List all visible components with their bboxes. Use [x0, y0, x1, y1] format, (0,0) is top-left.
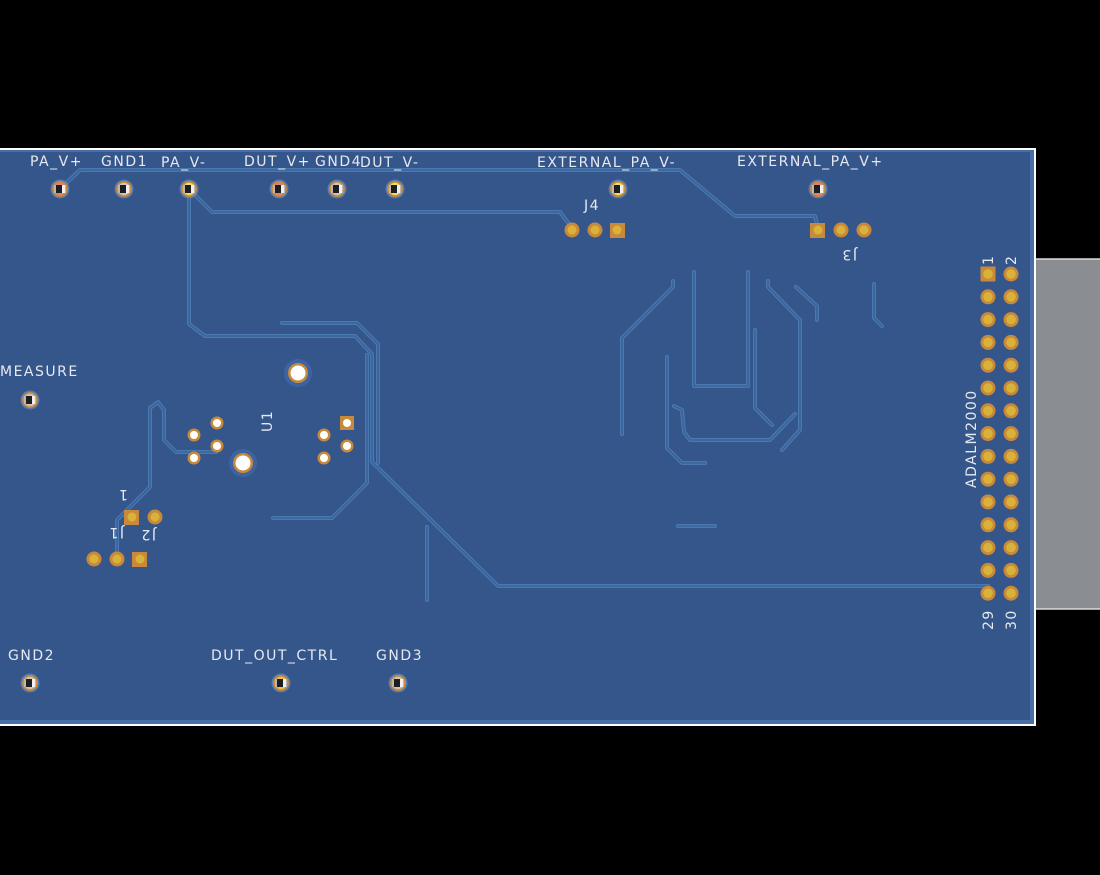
header-pin — [980, 540, 996, 556]
test-point-label: DUT_V+ — [244, 154, 311, 170]
copper-traces — [58, 168, 990, 602]
header-pin — [980, 266, 996, 282]
test-point-label: PA_V+ — [30, 154, 83, 170]
j1-label: J1 — [108, 524, 125, 540]
test-point — [20, 390, 40, 410]
header-pin — [1003, 380, 1019, 396]
header-pin — [980, 312, 996, 328]
test-point — [385, 179, 405, 199]
test-point — [608, 179, 628, 199]
header-pin — [980, 334, 996, 350]
test-point — [808, 179, 828, 199]
test-point-label: GND4 — [315, 154, 362, 170]
test-point-label: DUT_V- — [360, 155, 419, 171]
test-point — [20, 673, 40, 693]
test-point — [114, 179, 134, 199]
header-pin30-label: 30 — [1004, 609, 1020, 630]
test-point — [388, 673, 408, 693]
header-pin — [980, 585, 996, 601]
adalm2000-label: ADALM2000 — [964, 389, 980, 488]
j4-header — [564, 222, 625, 238]
j2-label: J2 — [140, 526, 157, 542]
u1-label: U1 — [260, 410, 276, 432]
test-point — [269, 179, 289, 199]
header-pin — [980, 494, 996, 510]
j1-header — [86, 551, 147, 567]
header-pin — [1003, 312, 1019, 328]
header-pin — [1003, 357, 1019, 373]
j4-label: J4 — [583, 198, 600, 214]
test-point — [327, 179, 347, 199]
header-pin — [980, 517, 996, 533]
test-point — [50, 179, 70, 199]
header-pin — [980, 426, 996, 442]
header-pin — [980, 448, 996, 464]
test-point-label: GND1 — [101, 154, 148, 170]
j3-label: J3 — [841, 246, 858, 262]
test-point-label: DUT_OUT_CTRL — [211, 648, 338, 664]
j2-header — [124, 509, 163, 525]
header-pin — [1003, 471, 1019, 487]
header-pin — [980, 289, 996, 305]
test-point-label: MEASURE — [0, 364, 79, 380]
test-point-label: GND3 — [376, 648, 423, 664]
adalm2000-connector-body — [1034, 259, 1100, 609]
header-pin — [1003, 266, 1019, 282]
mounting-holes — [229, 359, 312, 477]
test-point-label: PA_V- — [161, 155, 206, 171]
header-pin — [1003, 517, 1019, 533]
header-pin — [980, 562, 996, 578]
header-pin — [1003, 403, 1019, 419]
header-pin — [980, 403, 996, 419]
header-pin — [1003, 448, 1019, 464]
header-pin — [1003, 334, 1019, 350]
header-pin — [1003, 562, 1019, 578]
test-point — [179, 179, 199, 199]
header-pin29-label: 29 — [981, 609, 997, 630]
header-pin — [1003, 585, 1019, 601]
test-point — [271, 673, 291, 693]
header-pin — [1003, 540, 1019, 556]
header-pin — [980, 357, 996, 373]
header-pin2-label: 2 — [1004, 255, 1020, 265]
header-pin1-label: 1 — [981, 255, 997, 265]
test-point-label: EXTERNAL_PA_V- — [537, 155, 676, 171]
header-pin — [1003, 494, 1019, 510]
test-point-label: EXTERNAL_PA_V+ — [737, 154, 884, 170]
header-pin — [980, 380, 996, 396]
test-points — [20, 179, 828, 693]
test-point-label: GND2 — [8, 648, 55, 664]
header-pin — [1003, 289, 1019, 305]
u1-footprint — [187, 416, 354, 465]
adalm2000-header-pins — [980, 266, 1019, 601]
header-pin — [980, 471, 996, 487]
j3-header — [810, 222, 872, 238]
pin1-marker: 1 — [118, 486, 128, 502]
header-pin — [1003, 426, 1019, 442]
